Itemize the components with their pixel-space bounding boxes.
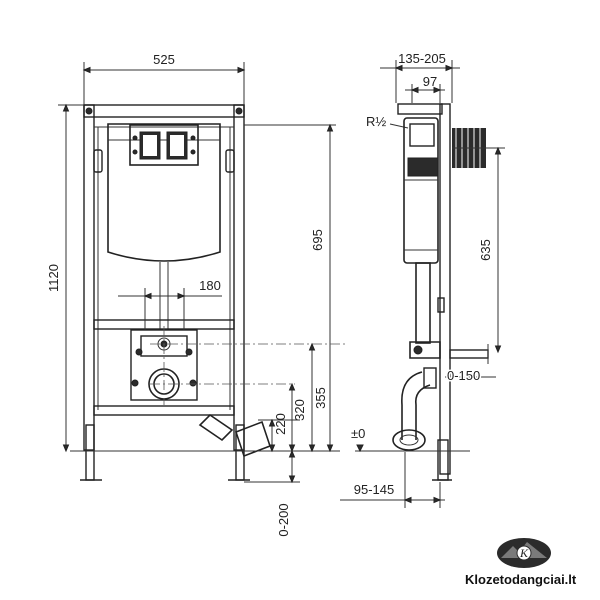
actuator-height-label: 695 bbox=[310, 229, 325, 251]
cistern-height-label: 635 bbox=[478, 239, 493, 261]
top-left-bolt bbox=[85, 107, 93, 115]
cistern-depth-label: 97 bbox=[423, 74, 437, 89]
side-water-pipe bbox=[449, 349, 489, 359]
right-clip bbox=[225, 149, 235, 173]
side-view: 135-205 97 R½ bbox=[340, 51, 505, 508]
height-label: 1120 bbox=[46, 264, 61, 292]
side-top-bracket bbox=[397, 103, 443, 115]
left-clip bbox=[93, 149, 103, 173]
side-drain-socket bbox=[392, 429, 426, 451]
side-connector bbox=[409, 341, 441, 359]
outlet-height-label: 320 bbox=[292, 399, 307, 421]
depth-label: 135-205 bbox=[398, 51, 446, 66]
thread-label: R½ bbox=[366, 114, 386, 129]
side-post bbox=[439, 103, 451, 475]
left-foot bbox=[85, 424, 95, 481]
side-elbow-outer bbox=[401, 371, 423, 440]
side-actuator bbox=[409, 123, 435, 147]
drain-elbow-front bbox=[198, 413, 234, 442]
side-flush-pipe bbox=[415, 262, 431, 344]
adjust-label: 0-200 bbox=[276, 503, 291, 536]
top-bar bbox=[83, 104, 245, 118]
brand-logo-letter: K bbox=[519, 546, 529, 560]
left-post bbox=[83, 104, 95, 451]
inlet-height-label: 355 bbox=[313, 387, 328, 409]
top-right-bolt bbox=[235, 107, 243, 115]
front-view: 525 1120 695 180 355 320 220 bbox=[46, 52, 345, 537]
lower-crossbar bbox=[93, 405, 235, 416]
spacing-label: 180 bbox=[199, 278, 221, 293]
bottom-label: 95-145 bbox=[354, 482, 394, 497]
zero-label: ±0 bbox=[351, 426, 365, 441]
drain-height-label: 220 bbox=[273, 413, 288, 435]
brand-logo: K bbox=[497, 538, 551, 568]
actuator-opening bbox=[129, 124, 199, 166]
cistern-body bbox=[107, 123, 221, 262]
brand-name[interactable]: Klozetodangciai.lt bbox=[465, 572, 577, 587]
cistern-side bbox=[403, 117, 439, 264]
offset-label: 0-150 bbox=[447, 368, 480, 383]
width-label: 525 bbox=[153, 52, 175, 67]
right-post bbox=[233, 104, 245, 451]
